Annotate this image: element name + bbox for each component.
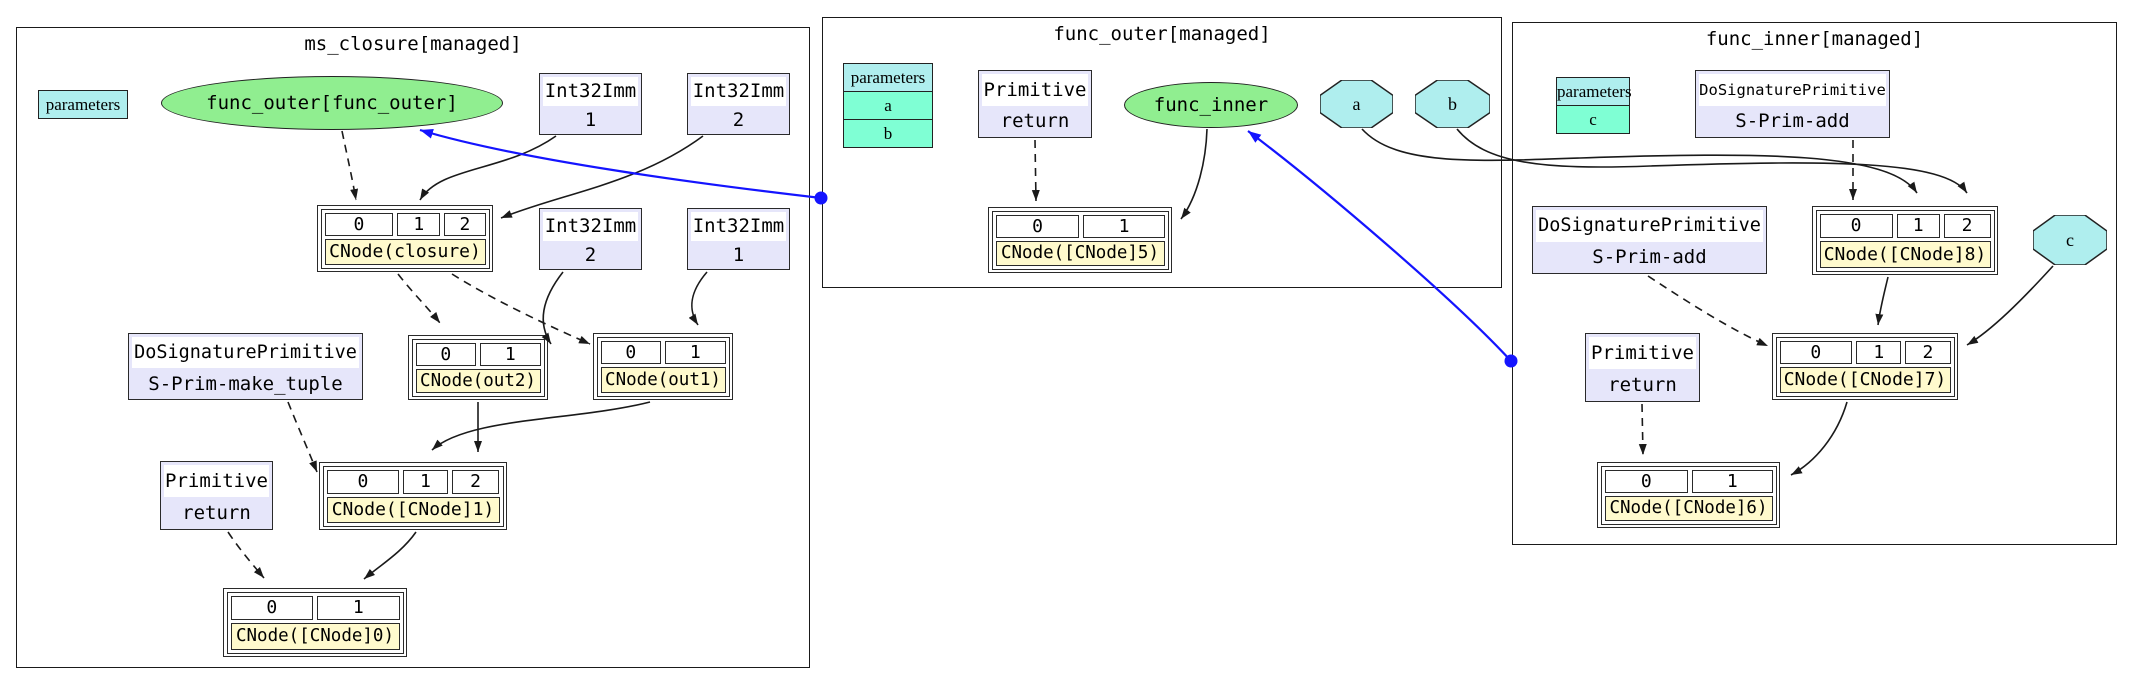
octagon-shape <box>1415 80 1490 128</box>
node-int32imm-mid-2-value: 2 <box>584 243 597 266</box>
node-cnode-0-port-0: 0 <box>230 595 313 620</box>
node-octagon-c: c <box>2033 215 2107 265</box>
node-octagon-b: b <box>1415 80 1490 128</box>
cluster-title-func-outer: func_outer[managed] <box>1053 23 1271 45</box>
node-return-func-outer: Primitive return <box>978 70 1092 138</box>
node-octagon-c-label: c <box>2066 229 2074 250</box>
node-cnode-8-label: CNode([CNode]8) <box>1819 241 1991 268</box>
node-params-ms-closure-header: parameters <box>39 91 127 118</box>
node-return-ms-closure-type-label: Primitive <box>164 465 269 497</box>
node-return-func-inner: Primitive return <box>1585 333 1700 402</box>
node-return-func-inner-type-label: Primitive <box>1589 337 1696 369</box>
node-params-func-outer-row-a: a <box>844 91 932 119</box>
node-return-func-outer-value: return <box>1000 110 1070 133</box>
node-octagon-a: a <box>1320 80 1393 128</box>
node-cnode-out2-port-1: 1 <box>480 342 541 366</box>
node-make-tuple-type-label: DoSignaturePrimitive <box>132 337 359 368</box>
node-cnode-6-port-1: 1 <box>1691 469 1773 493</box>
node-cnode-5-port-0: 0 <box>995 214 1080 238</box>
node-int32imm-top-1-value: 1 <box>584 108 597 131</box>
node-return-func-outer-type-label: Primitive <box>982 74 1088 106</box>
node-cnode-1-port-2: 2 <box>451 469 500 494</box>
node-func-outer-ellipse: func_outer[func_outer] <box>161 76 503 130</box>
node-cnode-7-port-2: 2 <box>1905 340 1951 364</box>
node-cnode-0-label: CNode([CNode]0) <box>230 623 400 650</box>
node-return-ms-closure-value: return <box>182 502 251 524</box>
node-cnode-8-port-2: 2 <box>1943 213 1991 238</box>
node-params-func-outer-header: parameters <box>844 64 932 91</box>
cluster-title-func-inner: func_inner[managed] <box>1705 28 1924 50</box>
cluster-ms-closure: ms_closure[managed] <box>16 27 810 668</box>
node-octagon-b-label: b <box>1448 93 1457 114</box>
node-return-func-inner-value: return <box>1608 374 1677 396</box>
octagon-shape <box>1320 80 1393 128</box>
node-cnode-7-port-1: 1 <box>1856 340 1902 364</box>
cluster-title-ms-closure: ms_closure[managed] <box>304 33 522 55</box>
node-octagon-a-label: a <box>1352 93 1361 114</box>
node-cnode-7-port-0: 0 <box>1779 340 1853 364</box>
cluster-func-inner: func_inner[managed] <box>1512 22 2117 545</box>
node-params-func-inner-header: parameters <box>1557 78 1632 105</box>
node-cnode-out2-port-0: 0 <box>415 342 476 366</box>
node-cnode-6-port-0: 0 <box>1604 469 1688 493</box>
node-s-prim-add-left-value: S-Prim-add <box>1592 246 1707 269</box>
node-int32imm-mid-2-type-label: Int32Imm <box>543 212 638 241</box>
node-cnode-out2-label: CNode(out2) <box>415 368 541 393</box>
node-params-func-inner-row-c: c <box>1557 105 1629 133</box>
node-cnode-1-port-0: 0 <box>326 469 400 494</box>
node-cnode-out1-port-0: 0 <box>600 340 661 364</box>
node-cnode-0-port-1: 1 <box>317 595 400 620</box>
node-cnode-6-label: CNode([CNode]6) <box>1604 495 1773 521</box>
node-cnode-closure-label: CNode(closure) <box>324 239 486 265</box>
node-cnode-closure-port-1: 1 <box>397 212 441 236</box>
node-cnode-8-port-0: 0 <box>1819 213 1893 238</box>
node-s-prim-add-top-value: S-Prim-add <box>1735 110 1850 133</box>
node-func-inner-ellipse: func_inner <box>1124 82 1298 128</box>
node-params-func-outer-row-b: b <box>844 119 932 147</box>
node-int32imm-mid-1-value: 1 <box>732 243 745 266</box>
node-s-prim-add-left-type-label: DoSignaturePrimitive <box>1536 210 1763 242</box>
node-int32imm-mid-1-type-label: Int32Imm <box>691 212 786 241</box>
node-return-ms-closure: Primitive return <box>160 461 273 530</box>
node-cnode-closure-port-2: 2 <box>444 212 486 236</box>
node-int32imm-top-2-value: 2 <box>732 108 745 131</box>
node-s-prim-add-top-type-label: DoSignaturePrimitive <box>1699 74 1886 106</box>
octagon-shape <box>2033 215 2107 265</box>
node-int32imm-top-2-type-label: Int32Imm <box>691 77 786 106</box>
node-cnode-out1-label: CNode(out1) <box>600 367 726 393</box>
node-func-inner-ellipse-label: func_inner <box>1153 94 1269 116</box>
node-int32imm-top-1-type-label: Int32Imm <box>543 77 638 106</box>
node-cnode-7-label: CNode([CNode]7) <box>1779 367 1951 393</box>
node-make-tuple-value: S-Prim-make_tuple <box>148 372 343 395</box>
node-cnode-1-label: CNode([CNode]1) <box>326 496 500 523</box>
node-cnode-8-port-1: 1 <box>1896 213 1940 238</box>
node-cnode-5-label: CNode([CNode]5) <box>995 240 1165 266</box>
node-func-outer-ellipse-label: func_outer[func_outer] <box>206 92 458 114</box>
node-cnode-1-port-1: 1 <box>403 469 448 494</box>
node-params-ms-closure: parameters <box>38 90 128 119</box>
node-cnode-out1-port-1: 1 <box>665 340 726 364</box>
node-cnode-closure-port-0: 0 <box>324 212 394 236</box>
node-cnode-5-port-1: 1 <box>1083 214 1165 238</box>
